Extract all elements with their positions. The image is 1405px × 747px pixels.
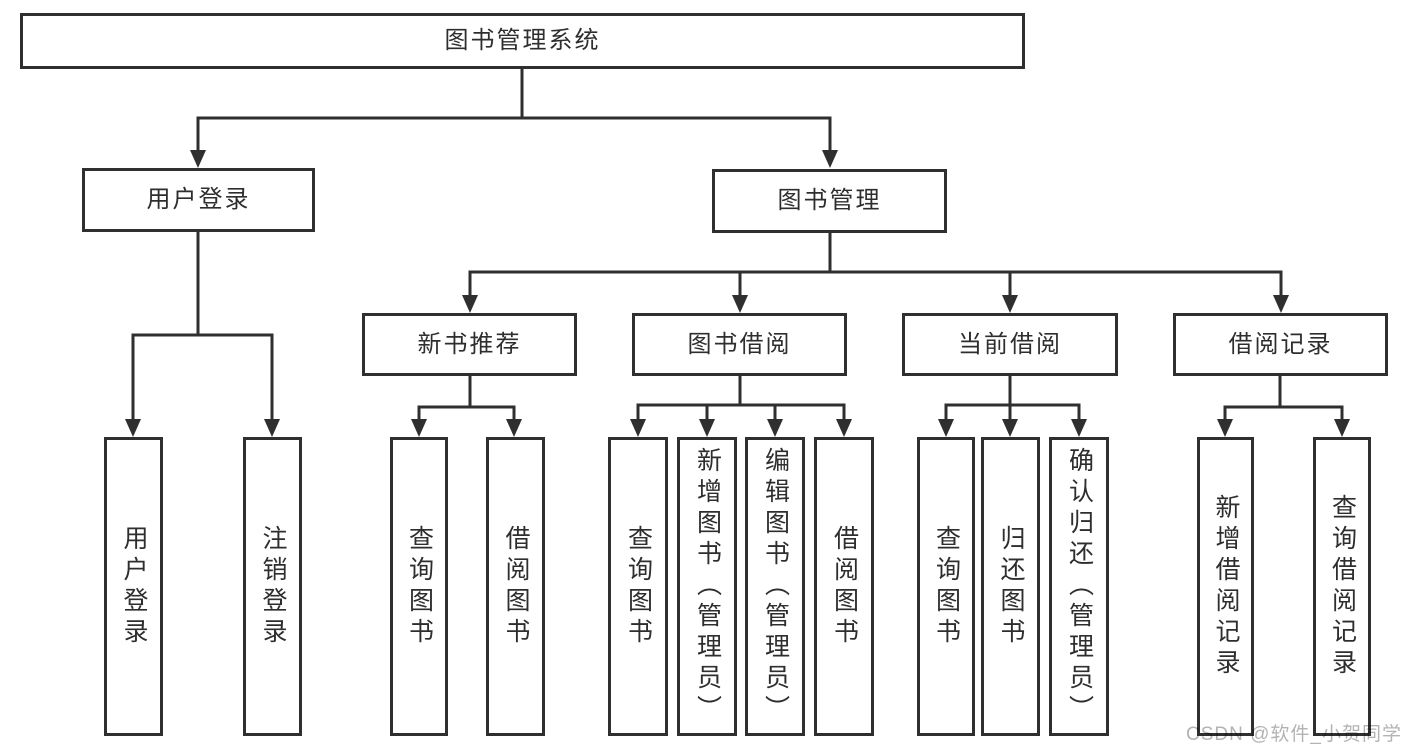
node-current-borrow: 当前借阅 bbox=[902, 313, 1118, 376]
node-root: 图书管理系统 bbox=[20, 13, 1025, 69]
arrow-down-icon bbox=[1002, 295, 1018, 313]
leaf-query-books-3: 查询图书 bbox=[917, 437, 975, 736]
arrow-down-icon bbox=[1071, 419, 1087, 437]
arrow-down-icon bbox=[732, 295, 748, 313]
watermark: CSDN @软件_小贺同学 bbox=[1186, 724, 1402, 745]
arrow-down-icon bbox=[190, 150, 206, 168]
node-new-book-recommend: 新书推荐 bbox=[362, 313, 577, 376]
node-label: 查询图书 bbox=[932, 524, 961, 649]
arrow-down-icon bbox=[938, 419, 954, 437]
node-label: 用户登录 bbox=[146, 186, 251, 213]
connector-line bbox=[636, 403, 846, 419]
leaf-logout: 注销登录 bbox=[243, 437, 302, 736]
arrow-down-icon bbox=[1334, 419, 1350, 437]
connector-line bbox=[1223, 405, 1344, 419]
node-label: 借阅记录 bbox=[1228, 330, 1333, 358]
leaf-borrow-books-2: 借阅图书 bbox=[814, 437, 874, 736]
node-label: 查询借阅记录 bbox=[1328, 493, 1357, 680]
leaf-add-book-admin: 新增图书（管理员） bbox=[677, 437, 737, 736]
arrow-down-icon bbox=[767, 419, 783, 437]
arrow-down-icon bbox=[822, 150, 838, 168]
node-label: 用户登录 bbox=[120, 524, 148, 649]
leaf-borrow-books-1: 借阅图书 bbox=[486, 437, 545, 736]
connector-line bbox=[468, 270, 1283, 295]
node-label: 借阅图书 bbox=[502, 524, 530, 649]
connector-line bbox=[944, 403, 1081, 419]
arrow-down-icon bbox=[1217, 419, 1233, 437]
arrow-down-icon bbox=[699, 419, 715, 437]
leaf-return-book: 归还图书 bbox=[981, 437, 1040, 736]
connector-line bbox=[131, 333, 274, 419]
node-label: 注销登录 bbox=[259, 524, 287, 649]
arrow-down-icon bbox=[411, 419, 427, 437]
arrow-down-icon bbox=[506, 419, 522, 437]
leaf-edit-book-admin: 编辑图书（管理员） bbox=[745, 437, 805, 736]
arrow-down-icon bbox=[462, 295, 478, 313]
connector-line bbox=[417, 405, 516, 419]
node-label: 图书管理系统 bbox=[444, 27, 601, 54]
leaf-query-borrow-record: 查询借阅记录 bbox=[1313, 437, 1371, 736]
node-label: 编辑图书（管理员） bbox=[761, 447, 790, 726]
leaf-add-borrow-record: 新增借阅记录 bbox=[1197, 437, 1254, 736]
node-label: 当前借阅 bbox=[958, 330, 1062, 358]
node-label: 新增借阅记录 bbox=[1212, 493, 1240, 680]
arrow-down-icon bbox=[1273, 295, 1289, 313]
leaf-query-books-1: 查询图书 bbox=[390, 437, 448, 736]
arrow-down-icon bbox=[264, 419, 280, 437]
leaf-confirm-return-admin: 确认归还（管理员） bbox=[1049, 437, 1109, 736]
node-borrow-records: 借阅记录 bbox=[1173, 313, 1388, 376]
node-label: 新书推荐 bbox=[417, 330, 522, 358]
node-user-login: 用户登录 bbox=[82, 168, 315, 232]
node-label: 查询图书 bbox=[405, 524, 434, 649]
connector-line bbox=[196, 116, 832, 150]
node-label: 图书管理 bbox=[777, 187, 882, 214]
node-label: 新增图书（管理员） bbox=[693, 447, 722, 726]
arrow-down-icon bbox=[630, 419, 646, 437]
node-book-borrow: 图书借阅 bbox=[632, 313, 847, 376]
node-label: 归还图书 bbox=[997, 524, 1025, 649]
node-label: 图书借阅 bbox=[687, 330, 792, 358]
arrow-down-icon bbox=[125, 419, 141, 437]
leaf-query-books-2: 查询图书 bbox=[608, 437, 668, 736]
arrow-down-icon bbox=[1002, 419, 1018, 437]
leaf-user-login: 用户登录 bbox=[104, 437, 163, 736]
node-label: 确认归还（管理员） bbox=[1065, 447, 1094, 726]
node-label: 借阅图书 bbox=[830, 524, 859, 649]
node-label: 查询图书 bbox=[624, 524, 653, 649]
arrow-down-icon bbox=[836, 419, 852, 437]
node-book-management: 图书管理 bbox=[712, 169, 947, 233]
